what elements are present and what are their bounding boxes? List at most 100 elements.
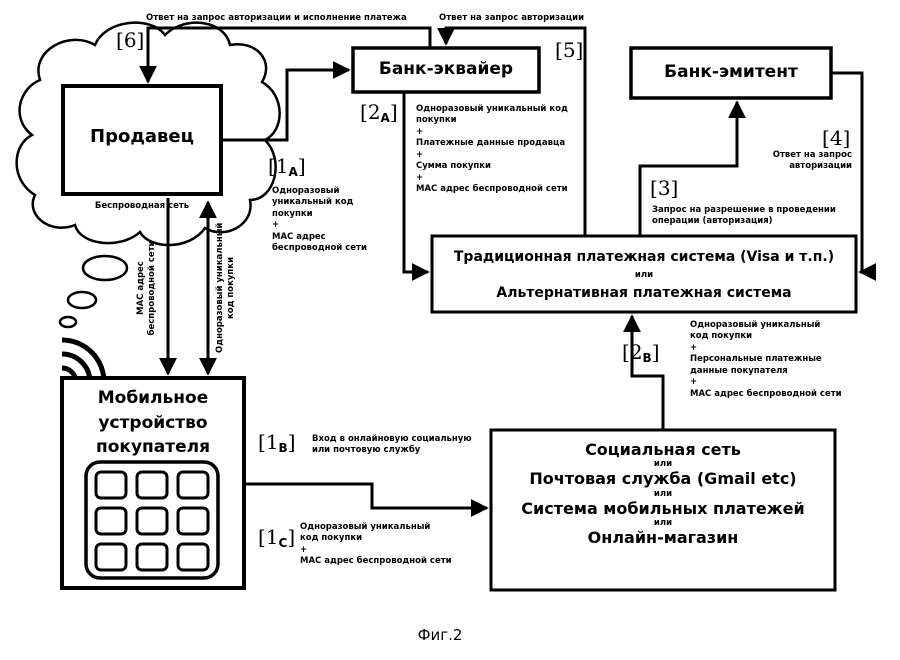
mac-vertical-line1: МАС адрес	[136, 261, 146, 315]
step-4-text: Ответ на запрос авторизации	[740, 150, 852, 173]
step-1a-line: беспроводной сети	[272, 243, 367, 254]
acquirer-label: Банк-эквайер	[378, 59, 514, 79]
step-1c-num: 1	[265, 525, 279, 549]
arrow-5	[437, 26, 587, 236]
social-line1: Социальная сеть	[585, 440, 741, 459]
step-6-label: Ответ на запрос авторизации и исполнение…	[146, 13, 407, 23]
social-line2: Почтовая служба (Gmail etc)	[529, 469, 797, 489]
social-or3: или	[653, 517, 673, 528]
payment-system-box	[430, 234, 858, 314]
buyer-device-line2: устройство	[98, 412, 208, 433]
step-2a-line: +	[416, 172, 424, 183]
step-2a-line: +	[416, 126, 424, 137]
step-2a-sub: A	[380, 111, 390, 125]
step-1c-line: код покупки	[300, 533, 363, 544]
figure-caption: Фиг.2	[417, 626, 463, 644]
step-4-line: Ответ на запрос	[772, 150, 852, 160]
step-2a-line: покупки	[416, 115, 457, 126]
step-1c-line: МАС адрес беспроводной сети	[300, 556, 452, 567]
arrow-2a	[402, 92, 430, 281]
step-1a-marker: [1A]	[268, 154, 306, 179]
buyer-device-line1: Мобильное	[97, 388, 209, 408]
arrow-1a	[221, 61, 351, 142]
issuer-label: Банк-эмитент	[664, 62, 798, 82]
step-2a-line: Сумма покупки	[416, 161, 491, 172]
step-2b-line: МАС адрес беспроводной сети	[690, 388, 842, 399]
step-2b-line: +	[690, 342, 698, 353]
wifi-icon	[61, 337, 107, 383]
step-1b-text: Вход в онлайновую социальную или почтову…	[312, 434, 472, 457]
keypad-keys	[94, 470, 210, 572]
wireless-network-label: Беспроводная сеть	[94, 201, 190, 211]
buyer-device-line3: покупателя	[95, 437, 210, 458]
step-1a-line: МАС адрес	[272, 231, 326, 242]
seller-box	[61, 84, 223, 196]
step-2a-line: МАС адрес беспроводной сети	[416, 184, 568, 195]
step-1c-line: +	[300, 544, 308, 555]
step-4-marker: [4]	[822, 126, 851, 150]
step-3-line: Запрос на разрешение в проведении	[652, 205, 836, 215]
code-vertical-line1: Одноразовый уникальный	[215, 222, 225, 353]
step-1a-line: Одноразовый	[272, 186, 340, 196]
step-4-line: авторизации	[789, 161, 852, 172]
step-1a-line: уникальный код	[272, 197, 354, 208]
payment-system-line1: Традиционная платежная система (Visa и т…	[453, 249, 835, 265]
step-2b-line: данные покупателя	[690, 365, 788, 376]
step-1a-sub: A	[288, 165, 298, 179]
payment-system-line2: Альтернативная платежная система	[496, 285, 792, 301]
step-2a-line: Одноразовый уникальный код	[416, 104, 568, 114]
step-2a-line: Платежные данные продавца	[416, 138, 566, 149]
buyer-device-label: Мобильное устройство покупателя	[62, 386, 244, 460]
step-6-num: 6	[123, 28, 137, 52]
step-3-text: Запрос на разрешение в проведении операц…	[652, 205, 836, 228]
step-2a-marker: [2A]	[360, 100, 398, 125]
step-1b-line: или почтовую службу	[312, 445, 421, 456]
step-3-num: 3	[657, 176, 671, 200]
payment-system-or: или	[634, 270, 654, 280]
step-2a-num: 2	[367, 100, 381, 124]
step-3-line: операции (авторизация)	[652, 216, 773, 227]
step-5-label: Ответ на запрос авторизации	[439, 13, 585, 23]
arrow-4	[831, 71, 877, 281]
thought-bubble-medium	[66, 290, 98, 310]
step-1b-sub: B	[278, 441, 288, 455]
code-vertical-line2: код покупки	[225, 256, 236, 320]
step-3-marker: [3]	[650, 176, 679, 200]
step-1c-sub: C	[278, 536, 288, 550]
step-5-num: 5	[562, 38, 576, 62]
social-or2: или	[653, 488, 673, 499]
step-2b-line: Персональные платежные	[690, 354, 822, 365]
mac-vertical-label: МАС адрес беспроводной сети	[136, 228, 160, 348]
step-1a-text: Одноразовый уникальный код покупки + МАС…	[272, 186, 367, 255]
step-2b-sub: B	[642, 351, 652, 365]
step-2a-text: Одноразовый уникальный код покупки + Пла…	[416, 104, 568, 196]
step-1b-marker: [1B]	[258, 430, 296, 455]
social-line3: Система мобильных платежей	[521, 498, 805, 518]
arrow-3	[638, 100, 746, 236]
seller-label: Продавец	[90, 126, 194, 147]
step-2b-line: Одноразовый уникальный	[690, 320, 821, 330]
mac-vertical-line2: беспроводной сети	[146, 240, 157, 336]
step-6-marker: [6]	[116, 28, 145, 52]
step-1b-num: 1	[265, 430, 279, 454]
arrow-1b	[244, 482, 489, 517]
step-5-marker: [5]	[555, 38, 584, 62]
arrow-2b	[623, 314, 665, 430]
acquirer-box	[351, 46, 541, 94]
step-1a-num: 1	[275, 154, 289, 178]
step-2b-line: +	[690, 377, 698, 388]
step-1c-text: Одноразовый уникальный код покупки + МАС…	[300, 522, 452, 568]
social-or1: или	[653, 459, 673, 470]
step-2b-num: 2	[629, 340, 643, 364]
step-1a-line: +	[272, 220, 280, 231]
arrow-6	[139, 26, 432, 84]
social-label: Социальная сеть или Почтовая служба (Gma…	[491, 440, 835, 547]
step-2b-text: Одноразовый уникальный код покупки + Пер…	[690, 320, 842, 400]
step-2b-line: код покупки	[690, 331, 753, 342]
step-4-num: 4	[829, 126, 843, 150]
step-2b-marker: [2B]	[622, 340, 660, 365]
code-vertical-label: Одноразовый уникальный код покупки	[215, 223, 239, 353]
step-1c-line: Одноразовый уникальный	[300, 522, 431, 532]
step-1b-line: Вход в онлайновую социальную	[312, 434, 472, 444]
